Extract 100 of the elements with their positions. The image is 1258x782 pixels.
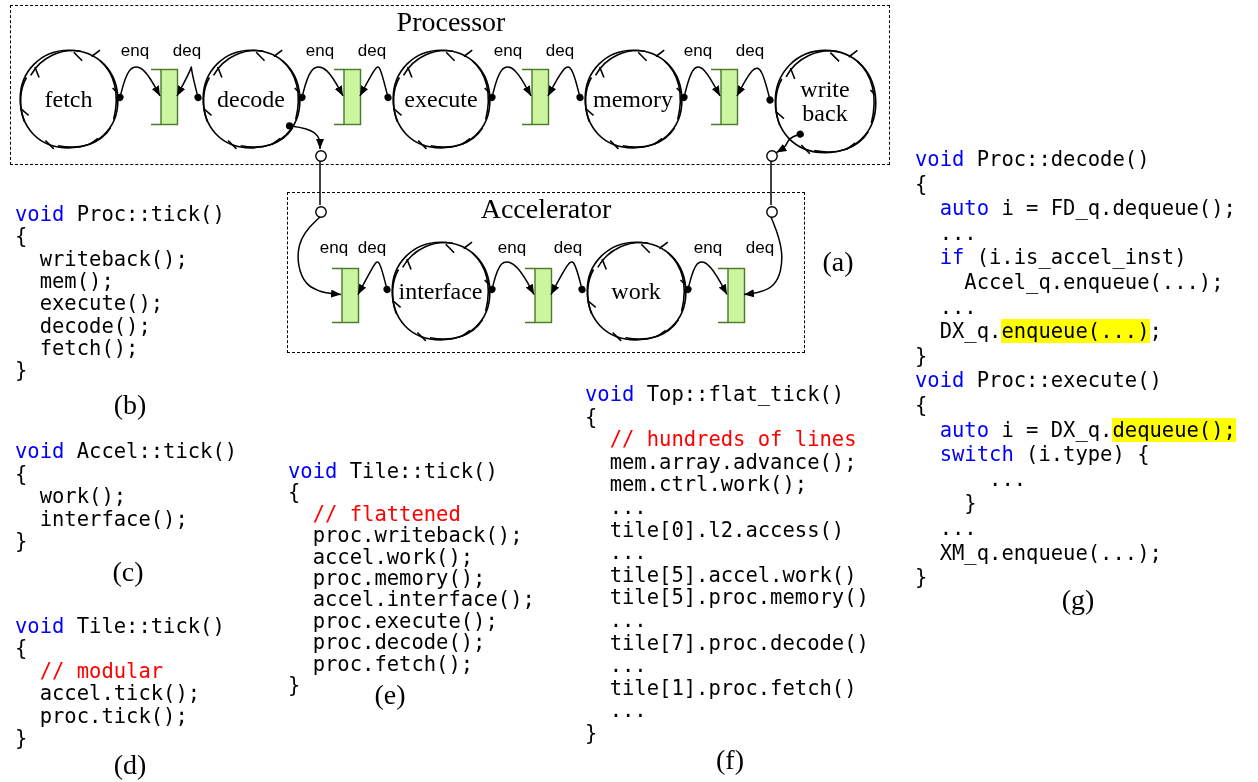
code-text: Tile::tick() [76,614,225,638]
arrow [297,216,342,298]
connector-line [319,160,321,206]
code-text: ... [609,608,647,632]
arrow [736,67,774,104]
edge-label: enq [493,41,523,59]
code-text: execute(); [39,291,164,316]
panel-label: (g) [1061,586,1095,614]
edge-label: enq [693,238,723,256]
arrow [116,66,161,102]
code-text: (i.type) { [1026,442,1150,467]
edge-label: enq [319,238,349,256]
code-text: Proc::tick() [76,202,225,226]
code-text: fetch(); [39,335,139,360]
code-keyword: auto [939,196,990,221]
code-text: ; [1149,319,1162,344]
code-text: Top::flat_tick() [646,382,845,406]
code-text: tile[7].proc.decode() [609,630,869,655]
code-text: interface(); [39,506,188,531]
arrow [298,66,344,102]
code-text: Accel_q.enqueue(...); [964,270,1224,294]
edge-label: enq [120,41,150,59]
code-text: (i.is_accel_inst) [976,245,1187,270]
edge-label: deq [545,41,575,59]
code-text: } [585,721,598,745]
code-keyword: void [915,147,965,171]
code-text: tile[1].proc.fetch() [609,675,857,700]
code-text: writeback(); [39,246,188,271]
edge-label: deq [172,41,202,59]
code-text: ... [939,516,977,540]
code-text: } [15,358,28,383]
code-text: proc.tick(); [39,703,188,728]
code-text: i = DX_q. [1001,417,1113,442]
node-label: fetch [44,86,93,111]
code-text: { [15,636,28,661]
code-keyword: void [15,614,65,638]
code-text: ... [939,220,977,245]
arrow [285,122,324,150]
edge-label: deq [357,41,387,59]
code-text: tile[0].l2.access() [609,517,845,542]
node-label: memory [593,86,673,111]
node-label: interface [398,278,483,303]
arrow [488,66,532,102]
dashed-container [287,192,805,353]
code-text: } [15,529,28,553]
container-title: Accelerator [480,195,612,223]
code-text: Tile::tick() [349,459,498,483]
code-text: { [585,404,598,429]
code-text: ... [989,466,1027,491]
code-text: ... [609,698,647,723]
arrow [357,261,391,296]
node-label: work [611,278,661,303]
code-text: proc.writeback(); [312,523,523,548]
code-text: proc.execute(); [312,608,498,633]
edge-label: deq [553,238,583,256]
code-keyword: switch [939,442,1014,467]
panel-label: (a) [822,248,854,276]
dashed-container [10,5,890,165]
edge-label: enq [305,41,335,59]
arrow [684,261,728,296]
code-text: XM_q.enqueue(...); [939,540,1162,565]
code-comment: // flattened [312,501,461,526]
code-text: { [915,393,928,417]
code-text: Proc::execute() [976,368,1162,393]
code-text: accel.tick(); [39,681,201,706]
arrow [680,66,721,102]
code-keyword: void [15,202,65,226]
code-text: ... [609,653,647,678]
connector-line [770,160,772,206]
highlighted-code: enqueue(...) [1001,319,1150,344]
edge-label: enq [497,238,527,256]
code-keyword: void [915,368,965,393]
code-comment: // hundreds of lines [609,427,857,452]
code-text: } [288,673,301,697]
code-text: i = FD_q.dequeue(); [1001,196,1236,221]
code-text: mem.array.advance(); [609,449,857,474]
node-label: execute [404,86,478,111]
arrow [359,66,392,102]
panel-label: (f) [716,746,744,774]
node-label: write back [799,77,851,125]
arrow [547,66,584,102]
code-text: Proc::decode() [976,147,1150,171]
code-text: } [915,343,928,368]
code-text: } [15,726,28,750]
code-text: } [964,491,977,516]
code-text: mem.ctrl.work(); [609,472,808,497]
edge-label: deq [745,238,775,256]
code-comment: // modular [39,658,164,683]
code-text: mem(); [39,268,114,293]
panel-label: (b) [113,391,147,419]
highlighted-code: dequeue(); [1112,417,1236,442]
code-text: { [915,171,928,196]
code-keyword: if [939,245,965,270]
code-text: Accel::tick() [76,439,238,463]
code-keyword: void [15,439,65,463]
arrow [743,216,783,298]
code-text: work(); [39,484,127,508]
code-text: ... [609,495,647,519]
code-keyword: void [288,459,338,483]
code-keyword: auto [939,417,990,442]
